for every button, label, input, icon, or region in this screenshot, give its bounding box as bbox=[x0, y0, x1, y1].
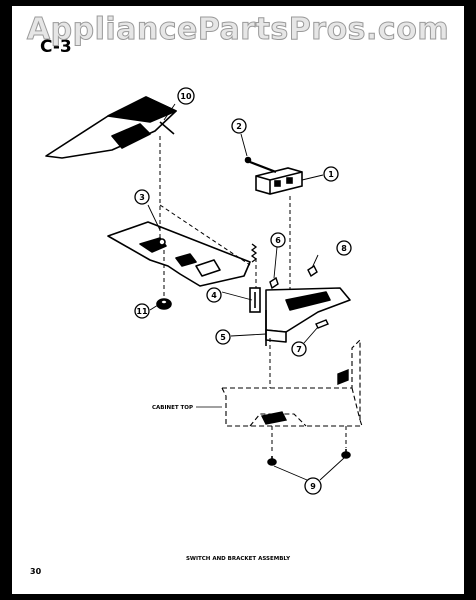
callout-6: 6 bbox=[270, 232, 286, 248]
svg-text:3: 3 bbox=[139, 193, 145, 202]
callout-7: 7 bbox=[291, 341, 307, 357]
callout-leaders bbox=[147, 103, 345, 481]
assembly-lines bbox=[159, 136, 347, 454]
callout-1: 1 bbox=[323, 166, 339, 182]
svg-text:5: 5 bbox=[220, 333, 226, 342]
mounting-screws bbox=[267, 449, 351, 466]
page-number: 30 bbox=[30, 567, 42, 576]
svg-text:4: 4 bbox=[211, 291, 217, 300]
svg-text:10: 10 bbox=[180, 92, 192, 101]
callout-8: 8 bbox=[336, 240, 352, 256]
spring bbox=[250, 243, 258, 263]
clip bbox=[249, 287, 261, 313]
svg-text:11: 11 bbox=[136, 307, 148, 316]
svg-text:1: 1 bbox=[328, 170, 334, 179]
bracket-screw bbox=[315, 319, 329, 329]
site-watermark: AppliancePartsPros.com bbox=[26, 12, 450, 48]
diagram-caption: SWITCH AND BRACKET ASSEMBLY bbox=[186, 556, 291, 562]
switch-screw bbox=[244, 156, 277, 174]
callout-3: 3 bbox=[134, 189, 150, 205]
switch bbox=[255, 167, 303, 195]
section-code: C-3 bbox=[40, 37, 72, 57]
callout-2: 2 bbox=[231, 118, 247, 134]
switch-spring-clip bbox=[269, 276, 279, 290]
paper-sheet bbox=[12, 6, 464, 594]
cabinet-label: CABINET TOP bbox=[152, 405, 193, 411]
callouts: 10 2 1 3 6 8 4 11 5 7 9 bbox=[134, 87, 352, 495]
callout-11: 11 bbox=[134, 303, 150, 319]
svg-text:9: 9 bbox=[310, 482, 316, 491]
actuator-lever bbox=[45, 96, 177, 159]
svg-text:7: 7 bbox=[296, 345, 302, 354]
callout-5: 5 bbox=[215, 329, 231, 345]
callout-9: 9 bbox=[304, 477, 322, 495]
cabinet-slot bbox=[260, 368, 349, 425]
svg-text:2: 2 bbox=[236, 122, 242, 131]
callout-10: 10 bbox=[177, 87, 195, 105]
bracket-plate bbox=[107, 221, 251, 287]
grommet bbox=[156, 298, 172, 310]
svg-text:8: 8 bbox=[341, 244, 347, 253]
callout-4: 4 bbox=[206, 287, 222, 303]
svg-text:6: 6 bbox=[275, 236, 281, 245]
switch-bracket bbox=[265, 287, 351, 346]
